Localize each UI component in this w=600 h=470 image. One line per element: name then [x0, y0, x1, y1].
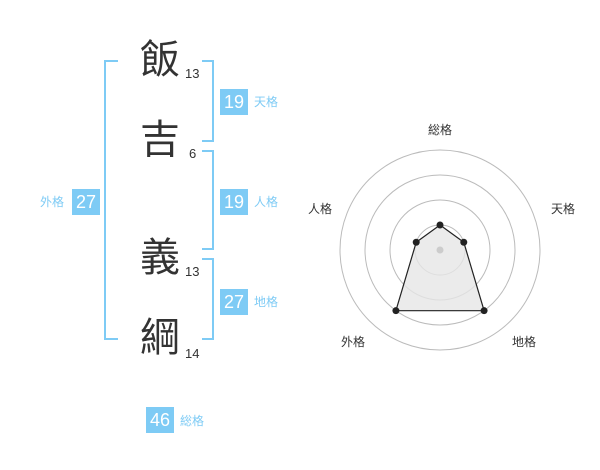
radar-axis-label-chikaku: 地格 — [512, 334, 536, 349]
radar-ring-3 — [364, 174, 516, 326]
gaikaku-value: 27 — [72, 189, 100, 215]
chikaku-bracket — [202, 258, 214, 340]
chikaku-value: 27 — [220, 289, 248, 315]
name-char-3: 義 — [140, 235, 180, 281]
name-char-4: 綱 — [140, 315, 180, 361]
gaikaku-label: 外格 — [40, 195, 65, 209]
chikaku-label: 地格 — [254, 295, 279, 309]
stroke-count-3: 13 — [185, 264, 200, 279]
radar-point-3 — [392, 307, 400, 315]
name-char-2: 吉 — [140, 117, 180, 163]
radar-point-0 — [436, 221, 444, 229]
radar-axis-label-gaikaku: 外格 — [341, 334, 365, 349]
tenkaku-bracket — [202, 60, 214, 142]
radar-point-1 — [460, 238, 468, 246]
jinkaku-bracket — [202, 150, 214, 250]
radar-point-4 — [412, 238, 420, 246]
tenkaku-label: 天格 — [254, 95, 279, 109]
jinkaku-label: 人格 — [254, 195, 279, 209]
radar-polygon — [395, 224, 485, 312]
radar-axis-label-jinkaku: 人格 — [308, 201, 332, 216]
tenkaku-value: 19 — [220, 89, 248, 115]
stroke-count-4: 14 — [185, 346, 200, 361]
soukaku-label: 総格 — [180, 414, 205, 428]
jinkaku-value: 19 — [220, 189, 248, 215]
radar-axis-label-soukaku: 総格 — [428, 122, 452, 137]
stroke-count-2: 6 — [189, 146, 197, 161]
radar-axis-label-tenkaku: 天格 — [551, 201, 575, 216]
radar-center-dot — [436, 246, 444, 254]
radar-ring-4 — [339, 149, 541, 351]
soukaku-value: 46 — [146, 407, 174, 433]
name-char-1: 飯 — [140, 37, 180, 83]
gaikaku-bracket — [104, 60, 118, 340]
radar-point-2 — [480, 307, 488, 315]
stroke-count-1: 13 — [185, 66, 200, 81]
